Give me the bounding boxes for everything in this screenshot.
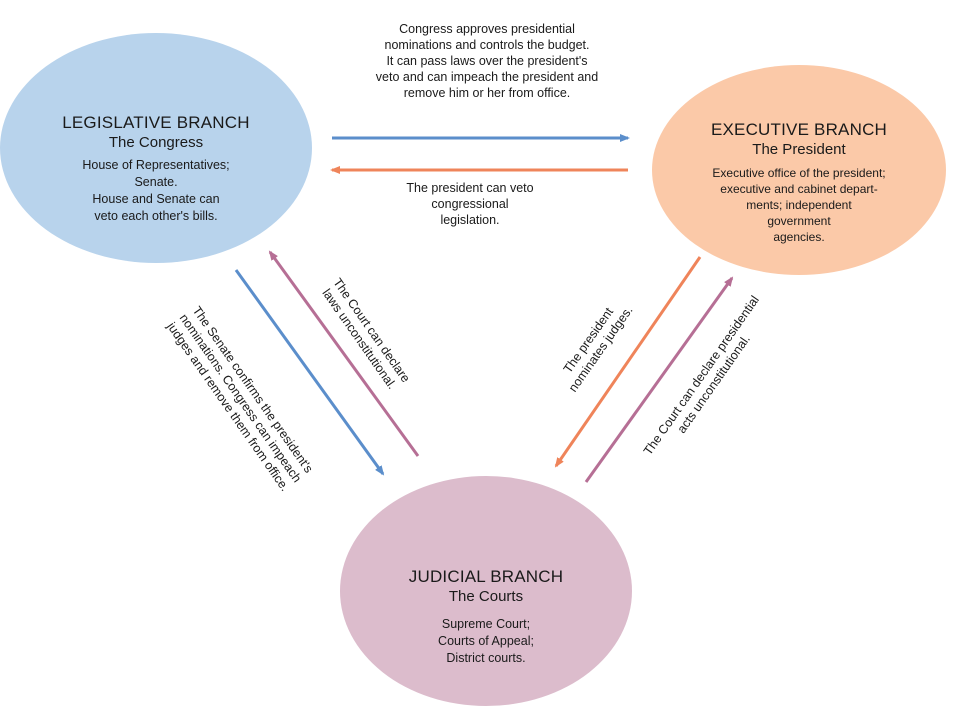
executive-line: Executive office of the president; [712, 166, 886, 180]
arrow-courts-to-president [584, 276, 734, 483]
legislative-branch-node: LEGISLATIVE BRANCH The Congress House of… [0, 33, 312, 263]
judicial-branch-node: JUDICIAL BRANCH The Courts Supreme Court… [340, 476, 632, 706]
judicial-line: Courts of Appeal; [438, 634, 534, 648]
arrow-senate-to-courts [234, 269, 385, 476]
arrow-president-to-courts [554, 256, 702, 468]
executive-branch-node: EXECUTIVE BRANCH The President Executive… [652, 65, 946, 275]
executive-description: Executive office of the president; execu… [652, 165, 946, 245]
president-to-congress-label: The president can veto congressional leg… [360, 180, 580, 228]
relation-line: remove him or her from office. [403, 86, 571, 100]
judicial-line: Supreme Court; [441, 617, 531, 631]
judicial-description: Supreme Court; Courts of Appeal; Distric… [340, 616, 632, 667]
congress-to-president-label: Congress approves presidential nominatio… [312, 21, 662, 101]
legislative-line: House and Senate can [92, 192, 220, 206]
legislative-line: veto each other's bills. [94, 209, 218, 223]
executive-line: executive and cabinet depart- [720, 182, 878, 196]
relation-line: The president can veto [406, 181, 534, 195]
legislative-line: Senate. [134, 175, 178, 189]
relation-line: Congress approves presidential [399, 22, 575, 36]
executive-line: ments; independent [746, 198, 852, 212]
arrow-courts-to-congress [268, 250, 420, 457]
executive-line: agencies. [773, 230, 825, 244]
judicial-subtitle: The Courts [448, 588, 524, 605]
relation-line: congressional [431, 197, 509, 211]
executive-subtitle: The President [752, 141, 846, 158]
judicial-title: JUDICIAL BRANCH [408, 567, 564, 586]
judicial-line: District courts. [446, 651, 526, 665]
legislative-line: House of Representatives; [82, 158, 230, 172]
legislative-description: House of Representatives; Senate. House … [0, 157, 312, 225]
executive-title: EXECUTIVE BRANCH [710, 120, 888, 139]
executive-line: government [767, 214, 831, 228]
relation-line: legislation. [440, 213, 500, 227]
relation-line: It can pass laws over the president's [386, 54, 588, 68]
legislative-subtitle: The Congress [108, 134, 204, 151]
relation-line: veto and can impeach the president and [375, 70, 599, 84]
relation-line: nominations and controls the budget. [384, 38, 590, 52]
legislative-title: LEGISLATIVE BRANCH [62, 113, 250, 132]
